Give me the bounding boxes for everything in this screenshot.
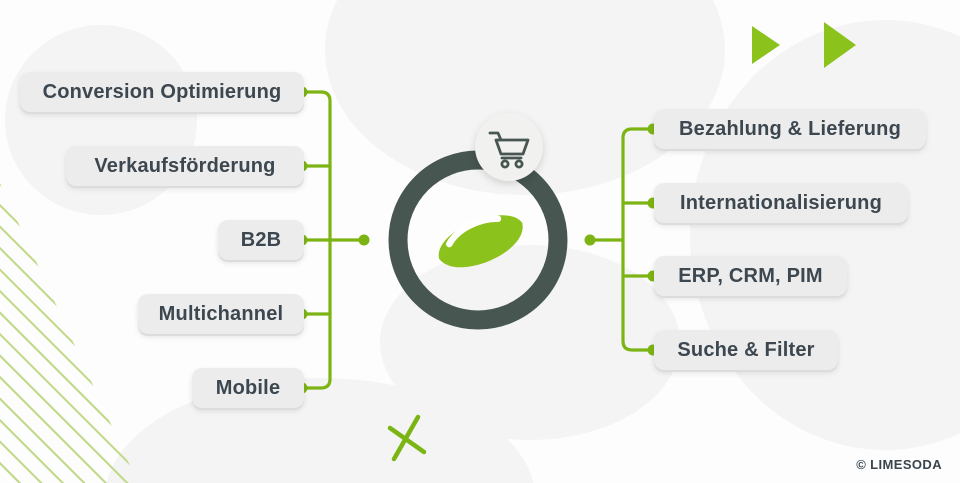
node-label: Conversion Optimierung xyxy=(42,80,282,103)
connector-dot xyxy=(584,234,596,246)
node-label: Suche & Filter xyxy=(677,338,815,361)
connector-line xyxy=(621,127,654,352)
play-triangle-icon xyxy=(824,22,856,68)
node-label: Internationalisierung xyxy=(679,191,882,214)
play-triangle-icons xyxy=(752,22,856,68)
cart-badge-circle xyxy=(475,113,543,181)
node-label: Multichannel xyxy=(158,302,284,325)
cross-icon xyxy=(387,414,427,462)
node-conversion-optimierung: Conversion Optimierung xyxy=(20,72,304,112)
node-mobile: Mobile xyxy=(192,368,304,408)
left-connector-tree xyxy=(296,86,370,394)
node-label: Verkaufsförderung xyxy=(94,154,276,177)
node-internationalisierung: Internationalisierung xyxy=(654,183,908,223)
node-label: ERP, CRM, PIM xyxy=(678,264,823,287)
node-verkaufsfoerderung: Verkaufsförderung xyxy=(66,146,304,186)
lime-icon xyxy=(439,215,523,268)
connector-dot xyxy=(358,234,370,246)
node-multichannel: Multichannel xyxy=(138,294,304,334)
shopping-cart-icon xyxy=(488,131,530,169)
node-suche-filter: Suche & Filter xyxy=(654,330,838,370)
play-triangle-icon xyxy=(752,26,780,64)
node-b2b: B2B xyxy=(218,220,304,260)
node-label: Bezahlung & Lieferung xyxy=(679,117,901,140)
node-erp-crm-pim: ERP, CRM, PIM xyxy=(654,256,847,296)
node-bezahlung-lieferung: Bezahlung & Lieferung xyxy=(654,109,926,149)
copyright-text: © LIMESODA xyxy=(856,457,942,472)
right-connector-tree xyxy=(584,123,659,356)
central-hub xyxy=(388,113,568,330)
node-label: B2B xyxy=(240,228,282,251)
node-label: Mobile xyxy=(215,376,281,399)
